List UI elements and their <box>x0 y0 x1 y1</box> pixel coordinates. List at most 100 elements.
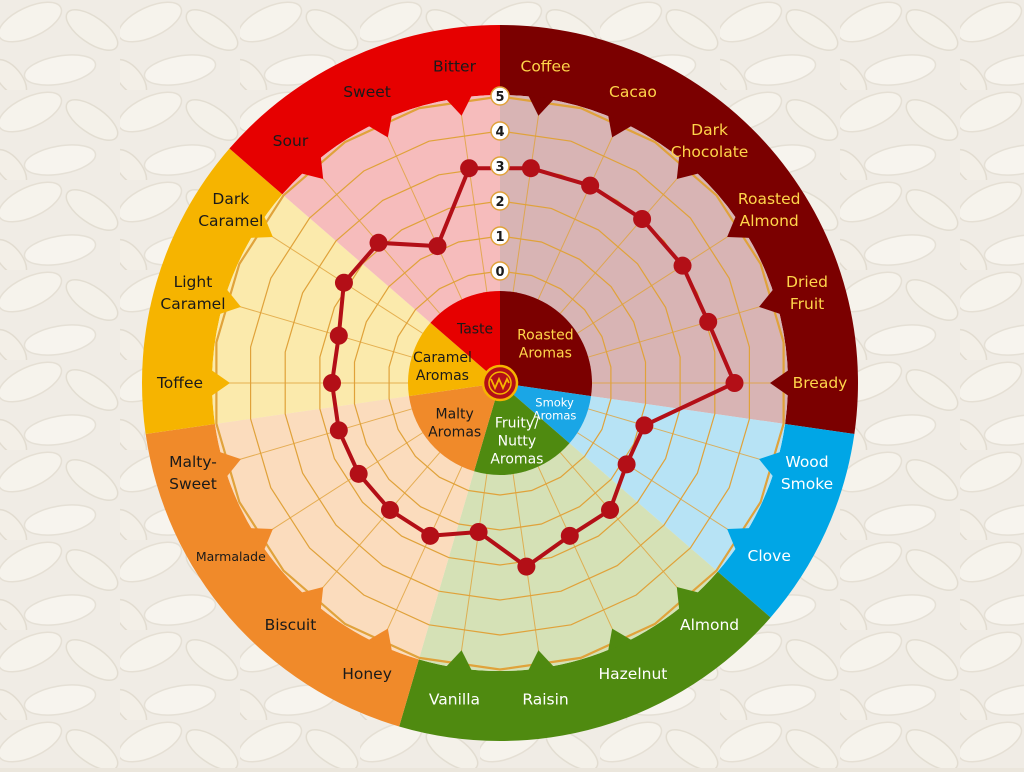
pointer-malty-sweet <box>219 451 241 477</box>
point-raisin <box>517 557 536 576</box>
label-sweet: Sweet <box>343 83 391 101</box>
label-bready: Bready <box>793 374 848 392</box>
label-malty-sweet: Malty-Sweet <box>169 453 217 493</box>
pointer-cacao <box>608 114 632 138</box>
spoke-line <box>458 473 488 669</box>
pointer-biscuit <box>301 587 324 610</box>
pointer-bitter <box>446 95 472 116</box>
tick-label-0: 0 <box>495 265 504 280</box>
label-cacao: Cacao <box>609 83 657 101</box>
pointer-coffee <box>528 95 554 116</box>
spoke-line <box>577 226 743 334</box>
tick-badge-0 <box>490 261 510 281</box>
label-marmalade: Marmalade <box>196 549 266 564</box>
logo-wave <box>490 376 510 391</box>
spoke-line <box>379 120 463 300</box>
light-sector-taste <box>282 95 500 323</box>
spoke-line <box>223 408 412 465</box>
point-toffee <box>323 374 341 392</box>
tick-label-2: 2 <box>495 195 504 210</box>
pointer-hazelnut <box>608 628 632 652</box>
outer-sector-roasted-aromas <box>500 25 858 434</box>
pointer-sweet <box>368 114 392 138</box>
pointer-clove <box>727 528 750 551</box>
point-coffee <box>521 159 540 178</box>
tick-badge-3 <box>490 156 510 176</box>
outer-sector-taste <box>229 24 500 195</box>
point-light-caramel <box>329 326 348 345</box>
point-sour <box>369 233 388 252</box>
spoke-line <box>257 432 423 540</box>
label-sour: Sour <box>273 132 309 150</box>
outer-ring <box>141 24 858 741</box>
spoke-line <box>223 301 412 358</box>
spoke-line <box>588 408 777 465</box>
point-bready <box>725 374 744 392</box>
light-sector-malty-aromas <box>214 396 475 660</box>
tick-label-5: 5 <box>495 90 504 105</box>
inner-sector-roasted-aromas <box>500 291 593 397</box>
label-almond: Almond <box>680 616 739 634</box>
inner-sector-smoky-aromas <box>500 383 592 444</box>
pointer-wood-smoke <box>759 451 781 477</box>
outer-sector-caramel-aromas <box>141 148 283 434</box>
point-wood-smoke <box>635 416 654 435</box>
tick-badge-4 <box>490 121 510 141</box>
pointer-bready <box>770 369 789 397</box>
tick-badge-2 <box>490 191 510 211</box>
point-biscuit <box>380 500 399 519</box>
spoke-line <box>311 452 441 601</box>
pointer-dried-fruit <box>759 289 781 315</box>
series-line <box>323 159 744 576</box>
outer-sector-malty-aromas <box>145 423 419 727</box>
light-sector-smoky-aromas <box>569 396 786 572</box>
spoke-line <box>588 301 777 358</box>
label-honey: Honey <box>342 665 392 683</box>
spoke-line <box>559 452 689 601</box>
pointer-raisin <box>528 650 554 671</box>
pointer-almond <box>676 587 699 610</box>
attribute-pointers <box>211 95 789 671</box>
point-hazelnut <box>560 526 579 545</box>
spoke-line <box>537 466 621 646</box>
pointer-vanilla <box>446 650 472 671</box>
label-coffee: Coffee <box>521 57 571 75</box>
group-label-taste: Taste <box>456 321 493 337</box>
inner-disc <box>408 291 593 476</box>
point-dark-caramel <box>334 273 353 292</box>
spoke-line <box>577 432 743 540</box>
point-bitter <box>460 159 479 178</box>
point-vanilla <box>469 522 488 541</box>
label-vanilla: Vanilla <box>429 691 480 709</box>
tick-badge-5 <box>490 86 510 106</box>
inner-sector-malty-aromas <box>408 383 500 472</box>
point-dark-chocolate <box>633 210 652 229</box>
spoke-line <box>512 97 542 293</box>
pointer-roasted-almond <box>727 215 750 238</box>
light-sector-caramel-aromas <box>212 194 431 424</box>
spoke-line <box>458 97 488 293</box>
scale-ring <box>215 95 785 671</box>
point-clove <box>617 455 636 474</box>
label-raisin: Raisin <box>522 691 568 709</box>
spoke-line <box>559 165 689 314</box>
point-dried-fruit <box>699 312 718 331</box>
outer-sector-smoky-aromas <box>717 423 855 618</box>
inner-sector-caramel-aromas <box>408 322 500 397</box>
spoke-lines <box>212 97 788 669</box>
point-marmalade <box>349 464 368 483</box>
label-bitter: Bitter <box>433 57 477 75</box>
inner-sector-taste <box>430 291 500 383</box>
tick-badge-1 <box>490 226 510 246</box>
pointer-honey <box>368 628 392 652</box>
point-cacao <box>581 176 600 195</box>
